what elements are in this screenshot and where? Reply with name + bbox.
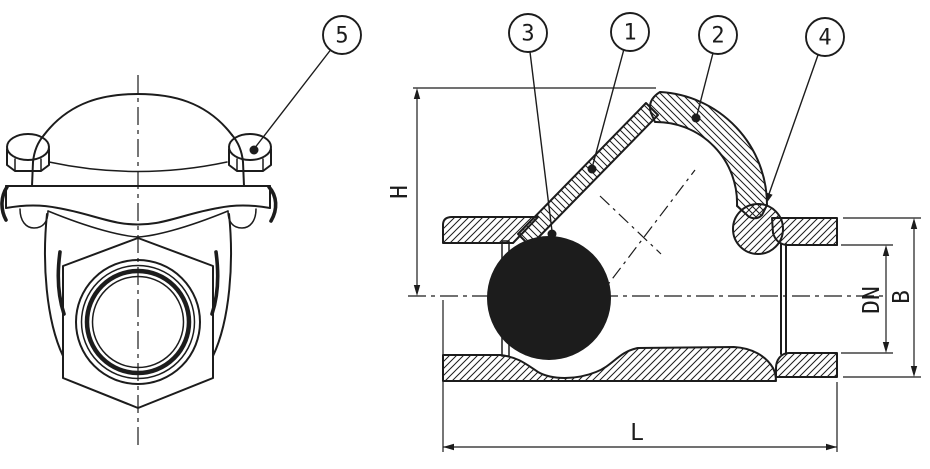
balloon-3: 3 bbox=[508, 13, 557, 239]
bonnet-dome bbox=[649, 91, 769, 220]
dim-L-arrow-left bbox=[443, 443, 454, 451]
balloon-2-leader bbox=[696, 52, 714, 116]
flange-left-tab bbox=[19, 208, 49, 229]
callout-balloons: 5 3 1 2 4 bbox=[249, 12, 845, 239]
balloon-1-target-dot bbox=[587, 164, 597, 174]
left-bolt bbox=[6, 133, 50, 172]
cap-dome-outline bbox=[43, 93, 233, 136]
balloon-1: 1 bbox=[587, 12, 650, 174]
front-view bbox=[0, 75, 278, 446]
dim-DN-label: DN bbox=[859, 286, 885, 314]
left-bolt-top bbox=[6, 133, 50, 161]
dim-H-label: H bbox=[387, 185, 413, 199]
cap-lower-rim bbox=[48, 161, 228, 173]
flange-bottom-line bbox=[5, 204, 271, 226]
port-inner-circle bbox=[91, 275, 185, 369]
balloon-2-label: 2 bbox=[711, 24, 724, 49]
body-left-arc bbox=[44, 213, 64, 357]
dim-L-arrow-right bbox=[826, 443, 837, 451]
balloon-3-circle bbox=[508, 13, 548, 53]
lower-body bbox=[44, 210, 232, 409]
body-bottom-wall bbox=[442, 346, 777, 382]
dim-B-arrow-top bbox=[910, 218, 918, 229]
flange-band bbox=[0, 185, 278, 229]
balloon-5-leader bbox=[253, 49, 332, 150]
balloon-2: 2 bbox=[691, 15, 738, 123]
balloon-5-target-dot bbox=[249, 145, 259, 155]
dim-B-arrow-bottom bbox=[910, 366, 918, 377]
flange-left-hook bbox=[0, 185, 9, 222]
right-bolt-top bbox=[228, 133, 272, 161]
balloon-2-target-dot bbox=[691, 113, 701, 123]
bonnet-axis-centerline bbox=[596, 169, 696, 300]
cap-right-edge bbox=[231, 134, 245, 187]
balloon-5-label: 5 bbox=[335, 24, 348, 49]
dim-DN-arrow-top bbox=[882, 245, 890, 256]
balloon-5: 5 bbox=[249, 15, 362, 155]
dim-H-arrow-bottom bbox=[413, 285, 421, 296]
balloon-1-label: 1 bbox=[623, 21, 636, 46]
balloon-2-circle bbox=[698, 15, 738, 55]
dim-L-extension-lines bbox=[442, 300, 838, 452]
balloon-3-leader bbox=[529, 51, 553, 232]
right-bolt-facets bbox=[236, 158, 264, 172]
dim-DN-arrow-bottom bbox=[882, 342, 890, 353]
dim-B-extension-lines bbox=[843, 217, 921, 378]
body-bottom-right-flange bbox=[775, 352, 838, 378]
dim-H-arrow-top bbox=[413, 88, 421, 99]
balloon-5-circle bbox=[322, 15, 362, 55]
dim-L-label: L bbox=[630, 420, 644, 446]
bonnet-cross-centerline bbox=[599, 195, 662, 255]
port-outer-circle bbox=[75, 259, 201, 385]
balloon-3-target-dot bbox=[547, 229, 557, 239]
port-thread-ring bbox=[84, 268, 192, 376]
body-right-arc bbox=[212, 213, 232, 357]
right-bolt bbox=[228, 133, 272, 172]
thread-relief-lines bbox=[780, 243, 787, 355]
dim-DN-extension-lines bbox=[841, 244, 893, 354]
hex-end-body bbox=[62, 237, 214, 409]
dimension-L: L bbox=[442, 300, 838, 452]
balloon-4-circle bbox=[805, 17, 845, 57]
right-bolt-hex bbox=[228, 148, 272, 172]
balloon-4-label: 4 bbox=[818, 26, 831, 51]
flange-right-hook bbox=[267, 185, 278, 223]
balloon-1-circle bbox=[610, 12, 650, 52]
balloon-4-leader bbox=[768, 54, 819, 195]
dim-B-label: B bbox=[889, 290, 915, 304]
dimension-DN: DN bbox=[841, 244, 893, 354]
rubber-ball bbox=[487, 236, 611, 360]
left-bolt-hex bbox=[6, 148, 50, 172]
section-view: H L DN B bbox=[387, 87, 921, 452]
flange-right-tab bbox=[227, 208, 257, 229]
balloon-3-label: 3 bbox=[521, 22, 534, 47]
balloon-1-leader bbox=[591, 48, 625, 169]
port-ring-2 bbox=[80, 264, 196, 380]
balloon-4-arrowhead bbox=[766, 192, 773, 204]
left-bolt-facets bbox=[14, 158, 42, 172]
dimension-B: B bbox=[843, 217, 921, 378]
balloon-4: 4 bbox=[766, 17, 845, 204]
